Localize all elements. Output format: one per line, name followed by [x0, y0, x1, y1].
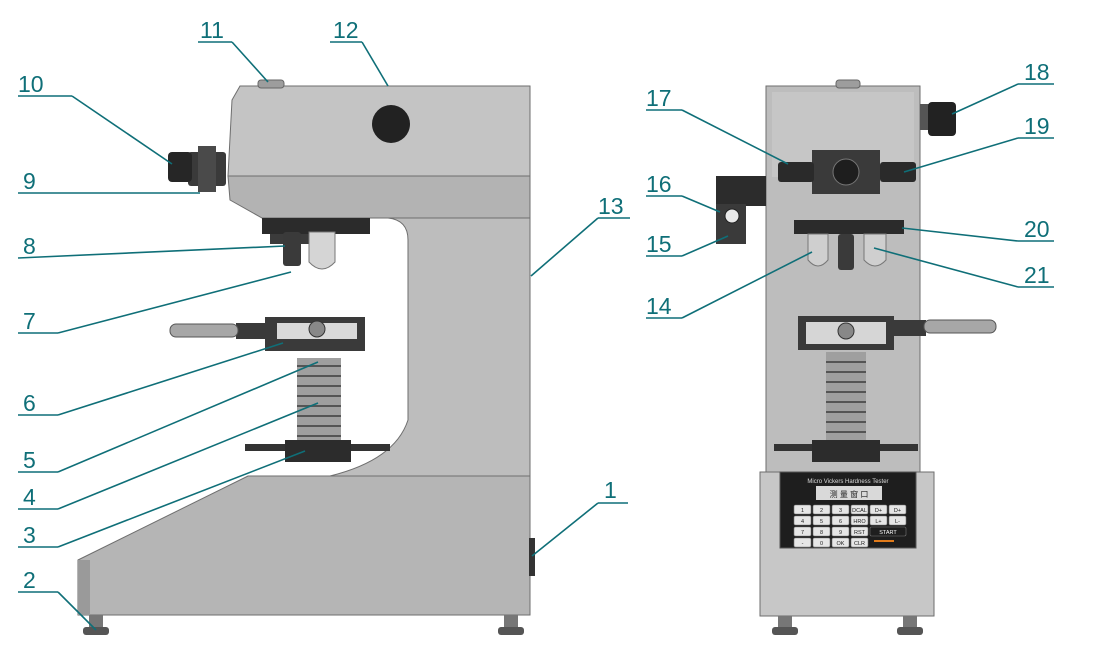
key-label: 1	[801, 508, 804, 514]
callout-17: 17	[646, 85, 672, 111]
key-label: START	[879, 530, 897, 536]
key-1-4[interactable]: L+	[869, 515, 888, 526]
panel-title: Micro Vickers Hardness Tester	[807, 479, 888, 485]
callout-1: 1	[604, 477, 617, 503]
key-label: OK	[837, 541, 845, 547]
key-0-1[interactable]: 2	[812, 504, 831, 515]
key-0-4[interactable]: D+	[869, 504, 888, 515]
start-indicator	[874, 540, 894, 542]
key-0-2[interactable]: 3	[831, 504, 850, 515]
callout-12: 12	[333, 17, 359, 43]
base-edge	[78, 560, 90, 615]
callout-3: 3	[23, 522, 36, 548]
callout-13: 13	[598, 193, 624, 219]
callout-5: 5	[23, 447, 36, 473]
callout-11: 11	[200, 17, 224, 43]
key-label: 4	[801, 519, 804, 525]
key-label: L+	[875, 519, 881, 525]
callout-15: 15	[646, 231, 672, 257]
callout-9: 9	[23, 168, 36, 194]
front-view: Micro Vickers Hardness Tester 测 量 窗 口 1 2…	[716, 79, 997, 635]
lifting-screw	[297, 358, 341, 446]
key-0-3[interactable]: DCAL	[850, 504, 869, 515]
key-2-1[interactable]: 8	[812, 526, 831, 537]
objective	[308, 231, 336, 270]
pressure-gauge	[724, 208, 740, 224]
key-label: 9	[839, 530, 842, 536]
key-label: 5	[820, 519, 823, 525]
keypad: 1 2 3 DCAL D+ D+ 4 5 6 HRO L+ L- 7 8 9 RST START - 0 OK CLR	[793, 504, 907, 548]
focus-knob	[928, 102, 956, 136]
key-label: -	[802, 541, 804, 547]
key-label: DCAL	[852, 508, 867, 514]
foot-left	[83, 627, 109, 635]
key-0-5[interactable]: D+	[888, 504, 907, 515]
key-label: D+	[875, 508, 882, 514]
side-view	[77, 79, 535, 635]
key-3-0[interactable]: -	[793, 537, 812, 548]
key-2-3[interactable]: RST	[850, 526, 869, 537]
callout-18: 18	[1024, 59, 1050, 85]
callout-14: 14	[646, 293, 672, 319]
callout-20: 20	[1024, 216, 1050, 242]
key-label: 6	[839, 519, 842, 525]
key-3-2[interactable]: OK	[831, 537, 850, 548]
micrometer	[169, 323, 239, 338]
callout-19: 19	[1024, 113, 1050, 139]
key-label: 2	[820, 508, 823, 514]
key-1-1[interactable]: 5	[812, 515, 831, 526]
callout-6: 6	[23, 390, 36, 416]
top-knob	[257, 79, 285, 89]
indenter	[283, 232, 301, 266]
key-label: 0	[820, 541, 823, 547]
panel-display	[816, 486, 882, 500]
key-label: 8	[820, 530, 823, 536]
callout-2: 2	[23, 567, 36, 593]
foot-right	[498, 627, 524, 635]
key-label: RST	[854, 530, 866, 536]
handwheel	[285, 440, 351, 462]
key-3-1[interactable]: 0	[812, 537, 831, 548]
key-1-0[interactable]: 4	[793, 515, 812, 526]
key-1-3[interactable]: HRO	[850, 515, 869, 526]
key-2-4[interactable]: START	[869, 526, 907, 537]
key-2-0[interactable]: 7	[793, 526, 812, 537]
key-0-0[interactable]: 1	[793, 504, 812, 515]
callout-8: 8	[23, 233, 36, 259]
round-knob	[372, 105, 410, 143]
callout-4: 4	[23, 484, 36, 510]
eyepiece	[168, 146, 226, 192]
front-turret	[794, 220, 904, 234]
callout-16: 16	[646, 171, 672, 197]
turret	[262, 218, 370, 234]
key-label: L-	[895, 519, 900, 525]
panel-display-text: 测 量 窗 口	[830, 489, 869, 499]
key-2-2[interactable]: 9	[831, 526, 850, 537]
key-label: HRO	[853, 519, 866, 525]
key-label: 3	[839, 508, 842, 514]
key-3-3[interactable]: CLR	[850, 537, 869, 548]
base	[77, 475, 531, 616]
key-1-2[interactable]: 6	[831, 515, 850, 526]
head-lower	[227, 175, 531, 219]
key-label: 7	[801, 530, 804, 536]
key-label: D+	[894, 508, 901, 514]
callouts: 1 2 3 4 5 6 7 8 9 10	[17, 17, 1054, 631]
key-1-5[interactable]: L-	[888, 515, 907, 526]
callout-7: 7	[23, 308, 36, 334]
key-label: CLR	[854, 541, 865, 547]
power-switch	[529, 538, 535, 576]
callout-10: 10	[18, 71, 44, 97]
callout-21: 21	[1024, 262, 1050, 288]
